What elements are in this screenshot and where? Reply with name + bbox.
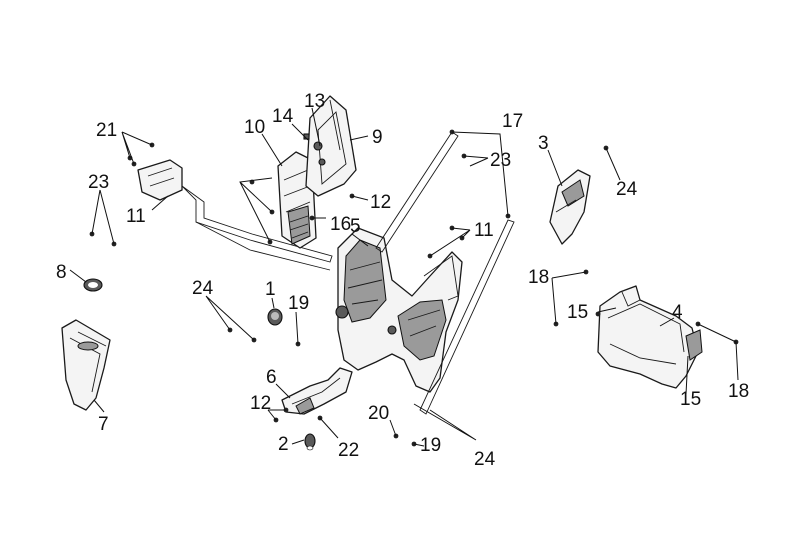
callout-11-left: 11 [126, 206, 146, 227]
callout-19-bottom: 19 [420, 435, 441, 456]
callout-4: 4 [672, 302, 683, 323]
part-17-rod [375, 131, 515, 415]
callout-20: 20 [368, 403, 389, 424]
callout-8: 8 [56, 262, 67, 283]
callout-24-left: 24 [192, 278, 214, 299]
callout-15-right: 15 [680, 389, 701, 410]
callout-11-right: 11 [474, 220, 494, 241]
part-9-side-panel [305, 95, 357, 197]
callout-21: 21 [96, 120, 117, 141]
callout-1: 1 [265, 279, 276, 300]
part-4-right-cover [597, 285, 703, 389]
callout-9: 9 [372, 127, 383, 148]
part-8-ring [83, 278, 103, 292]
callout-24-bottom: 24 [474, 449, 496, 470]
callout-12-top: 12 [370, 192, 391, 213]
callout-17: 17 [502, 111, 523, 132]
callout-18-top: 18 [528, 267, 549, 288]
part-6-lower-bracket [281, 367, 353, 415]
callout-23-left: 23 [88, 172, 109, 193]
callout-10: 10 [244, 117, 265, 138]
callout-16: 16 [330, 214, 351, 235]
bolts [89, 129, 739, 447]
callout-22: 22 [338, 440, 359, 461]
callout-24-right: 24 [616, 179, 638, 200]
callout-5: 5 [350, 216, 361, 237]
callout-15-left: 15 [567, 302, 588, 323]
callout-23-mid: 23 [490, 150, 511, 171]
leader-lines [69, 107, 739, 447]
callout-7: 7 [98, 414, 109, 435]
part-7-front-cover [61, 319, 111, 411]
callout-19-left: 19 [288, 293, 309, 314]
part-1-grommet [267, 308, 283, 326]
callout-12-bottom: 12 [250, 393, 271, 414]
part-3-side-guard [549, 169, 591, 245]
callout-13: 13 [304, 91, 325, 112]
callouts: 1 2 3 4 5 6 7 8 9 10 11 11 12 12 13 14 1… [56, 91, 749, 470]
callout-2: 2 [278, 434, 289, 455]
part-11-bracket-rod [137, 159, 333, 271]
callout-6: 6 [266, 367, 277, 388]
part-2-clip [304, 433, 316, 451]
callout-18-right: 18 [728, 381, 749, 402]
callout-3: 3 [538, 133, 549, 154]
callout-14: 14 [272, 106, 294, 127]
part-5-floor-frame [335, 227, 463, 393]
